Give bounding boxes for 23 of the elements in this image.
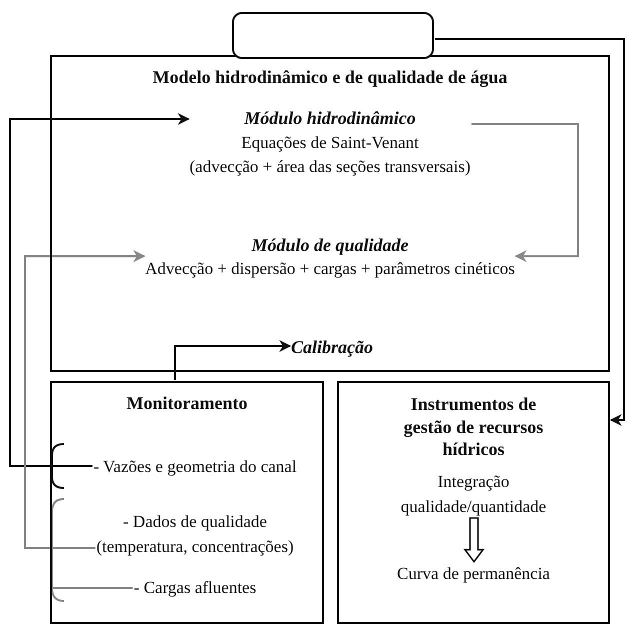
- arrow: [9, 113, 190, 467]
- description-text: (advecção + área das seções transversais): [188, 156, 472, 178]
- module-heading: Módulo hidrodinâmico: [243, 107, 417, 130]
- description-text: Integração qualidade/quantidade: [372, 468, 575, 522]
- box-title: Monitoramento: [126, 392, 248, 415]
- list-item: - Dados de qualidade (temperatura, concentrações): [52, 497, 314, 573]
- arrow: [435, 38, 625, 426]
- arrow: [174, 340, 292, 380]
- container-box: [50, 55, 610, 372]
- module-heading: Calibração: [222, 333, 442, 361]
- list-item: - Vazões e geometria do canal: [52, 440, 314, 494]
- rounded-box: [232, 12, 434, 59]
- description-text: Curva de permanência: [347, 560, 600, 588]
- arrow: [471, 123, 579, 262]
- hollow-arrow: [463, 517, 485, 563]
- module-heading: Módulo de qualidade: [250, 234, 410, 257]
- description-text: Advecção + dispersão + cargas + parâmetros cinéticos: [144, 258, 516, 280]
- box-title: Instrumentos de gestão de recursos hídricos: [402, 393, 544, 460]
- container-box: [337, 381, 610, 624]
- description-text: Equações de Saint-Venant: [240, 132, 420, 154]
- container-box: [50, 381, 324, 624]
- box-title: Modelo hidrodinâmico e de qualidade de água: [152, 66, 508, 89]
- list-item: - Cargas afluentes: [52, 574, 314, 602]
